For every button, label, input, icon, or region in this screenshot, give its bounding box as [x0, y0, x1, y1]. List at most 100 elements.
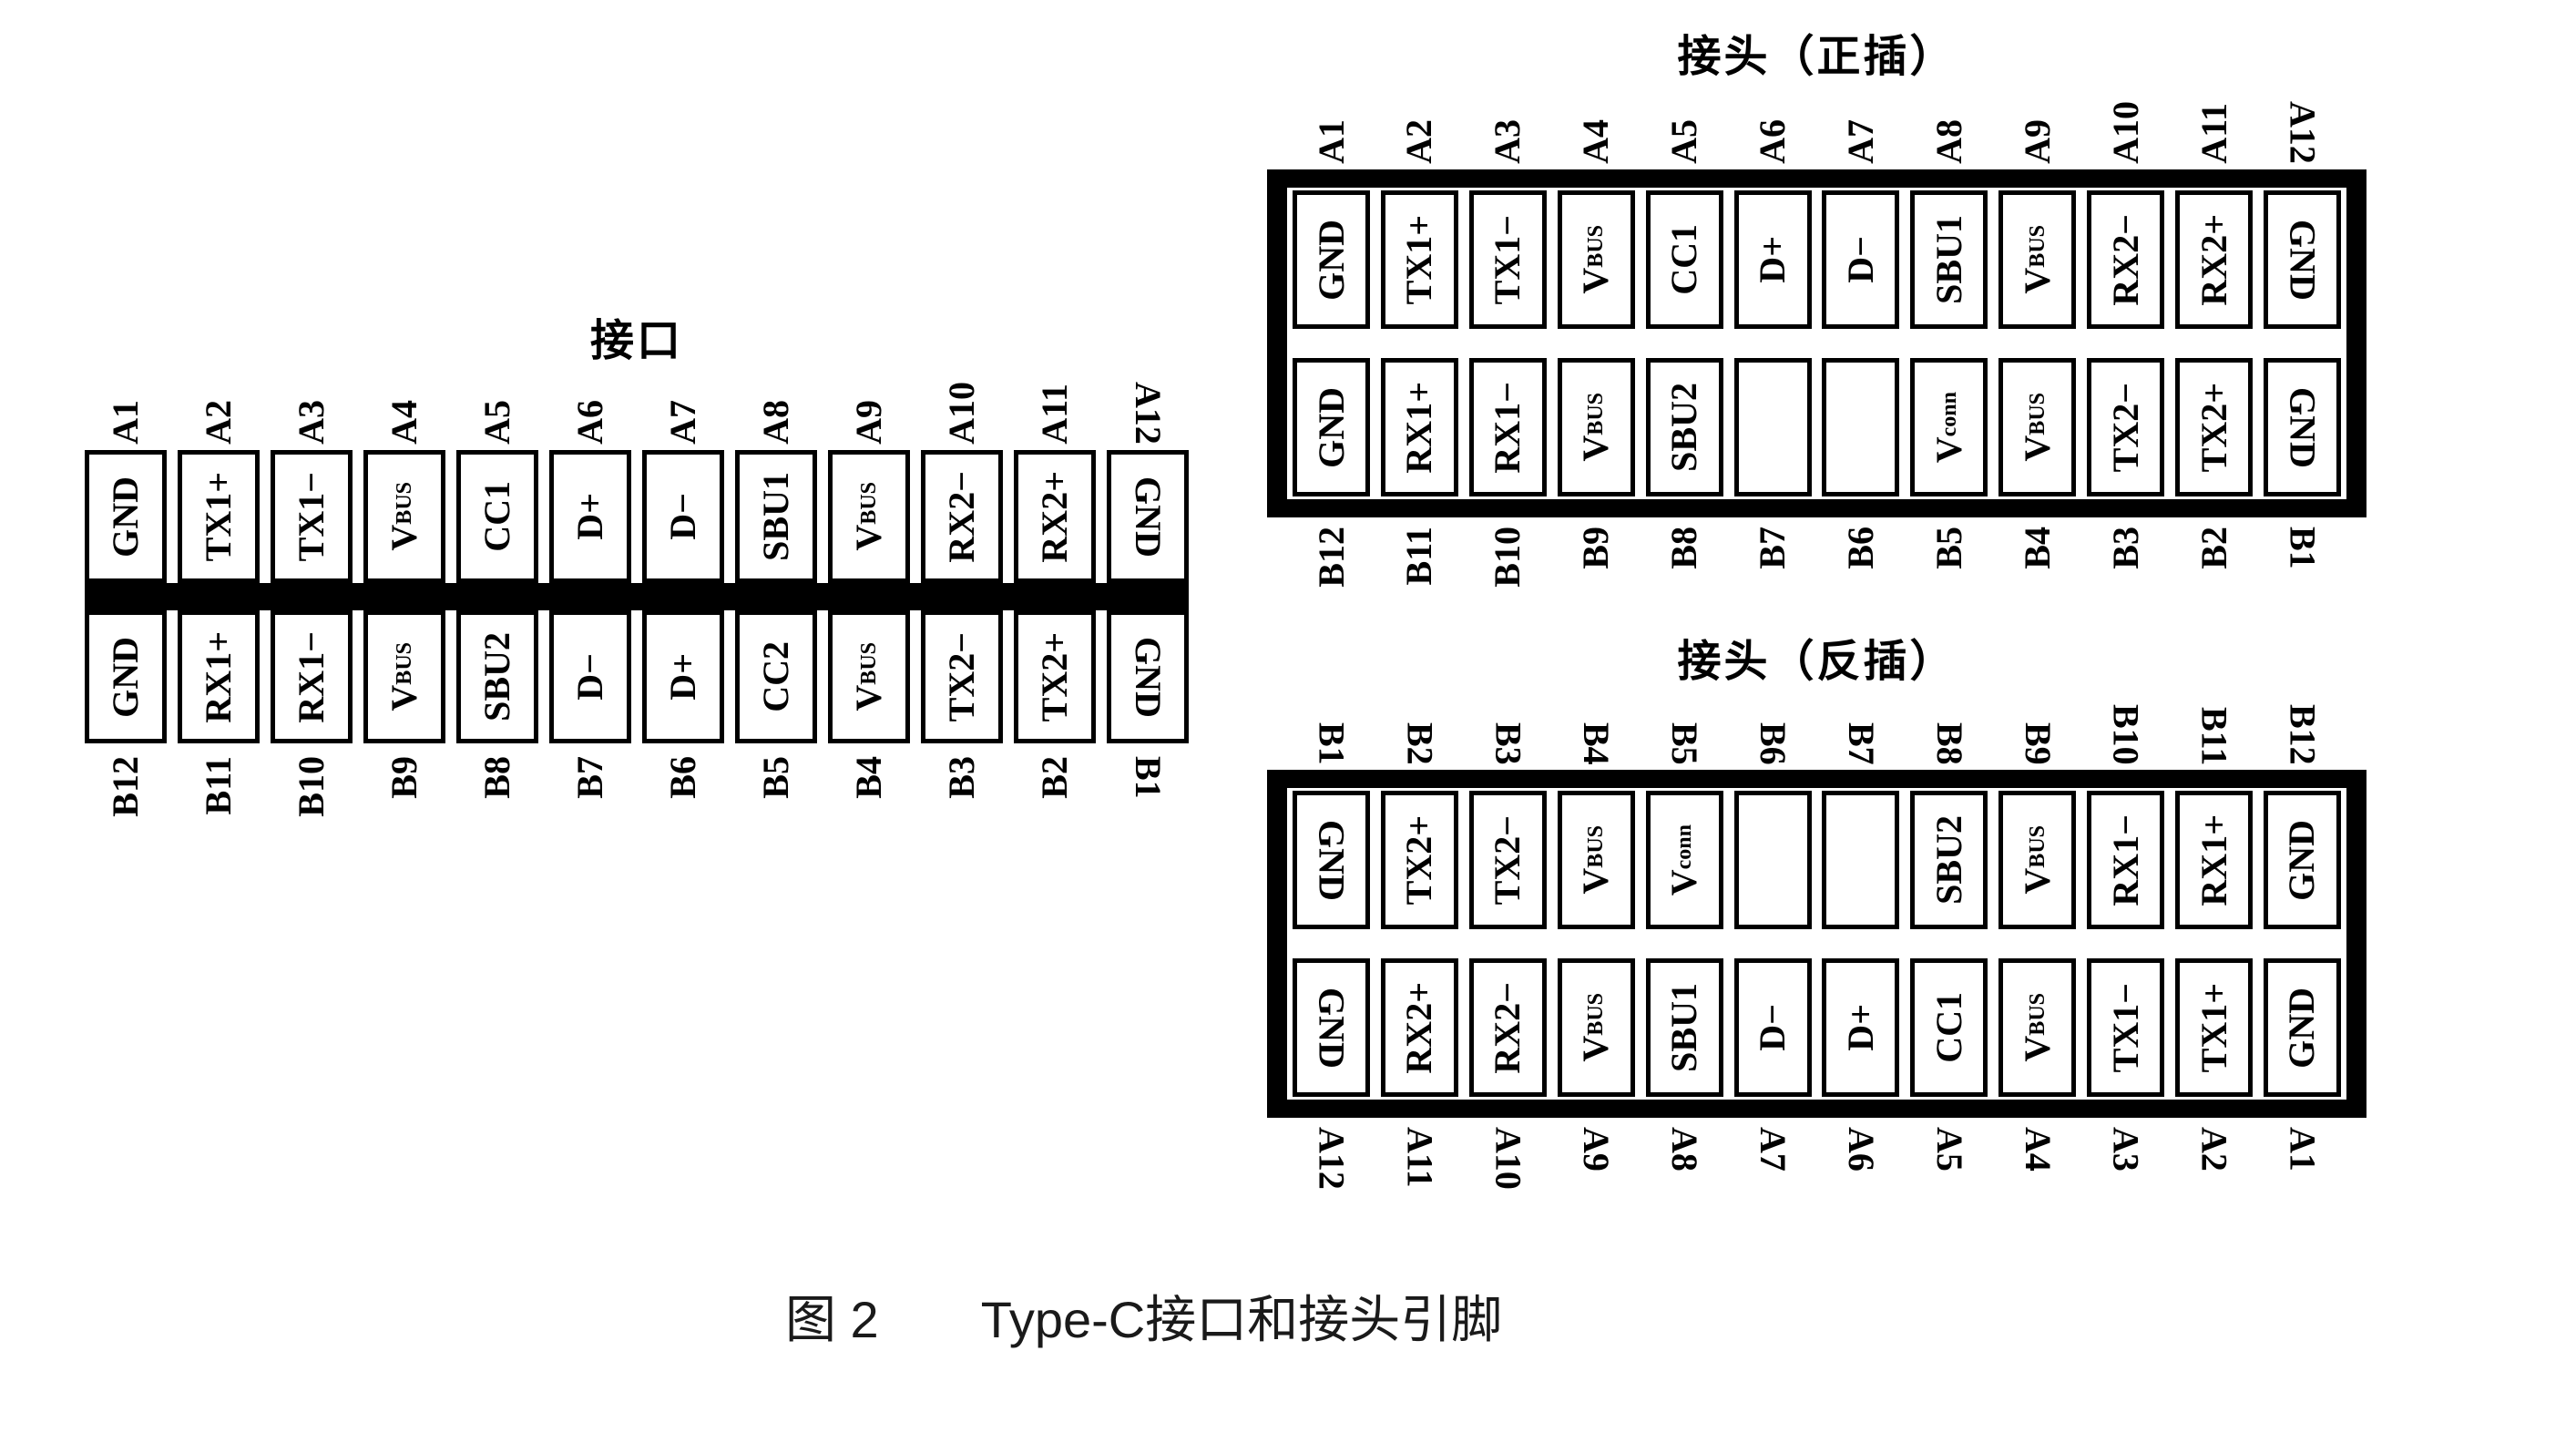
pin-label-slot: A5: [1910, 1127, 1988, 1172]
pin-name-main: V: [1575, 867, 1617, 895]
pin-label-slot: B12: [2264, 704, 2341, 765]
pin-label-slot: A7: [1734, 1127, 1812, 1172]
pin-label: B6: [1753, 722, 1794, 765]
pin-label-slot: B4: [1558, 722, 1635, 765]
pin-label: B11: [198, 756, 239, 815]
pin-label: B12: [105, 756, 146, 817]
pin-cell: D−: [1822, 190, 1900, 329]
pin-cell: VBUS: [1998, 791, 2077, 929]
pin-name: GND: [2281, 987, 2323, 1069]
pin-label-slot: B8: [456, 756, 538, 799]
pin-cell: Vconn: [1645, 791, 1723, 929]
pin-label-slot: A12: [2264, 101, 2341, 164]
separator-bar: [85, 583, 1189, 610]
pin-cell: GND: [1107, 450, 1189, 583]
pin-name: TX1+: [2193, 982, 2234, 1073]
pin-label-slot: A12: [1293, 1127, 1370, 1190]
pin-name: VBUS: [1575, 993, 1616, 1062]
pin-cell: RX2−: [2087, 190, 2165, 329]
pin-label: B2: [1399, 722, 1441, 765]
pin-name-sub: BUS: [2025, 825, 2050, 868]
pin-label: A2: [2193, 1127, 2235, 1172]
pin-cell: RX2+: [1380, 958, 1458, 1097]
pin-label: A2: [198, 400, 239, 445]
pin-cell: CC1: [1910, 958, 1988, 1097]
pin-name-main: V: [383, 524, 424, 551]
pin-label-slot: A12: [1107, 382, 1189, 445]
pin-cell: GND: [85, 610, 167, 743]
pin-cell: SBU1: [735, 450, 817, 583]
pin-name-main: V: [1663, 869, 1705, 896]
pin-cell: RX2+: [2175, 190, 2254, 329]
pin-name: GND: [1128, 636, 1169, 718]
pin-label: A10: [1487, 1127, 1529, 1190]
pin-name: GND: [2282, 386, 2324, 468]
pin-cell: D+: [642, 610, 724, 743]
row-gap: [1287, 329, 2346, 358]
pin-label-slot: B12: [85, 756, 167, 817]
figure-title: Type-C接口和接头引脚: [980, 1291, 1503, 1348]
pin-cell: SBU2: [456, 610, 538, 743]
pin-cell: VBUS: [363, 610, 445, 743]
pin-label: B11: [2193, 706, 2235, 765]
pin-name: SBU2: [476, 632, 517, 722]
pin-cell: GND: [2263, 358, 2341, 496]
pin-cell: RX1−: [271, 610, 353, 743]
pin-label: B8: [476, 756, 517, 799]
pin-cell: TX1+: [178, 450, 260, 583]
pin-name-sub: BUS: [393, 482, 416, 525]
pin-cell: RX2−: [921, 450, 1003, 583]
pin-name: D−: [662, 493, 703, 540]
pin-name: CC1: [476, 481, 517, 552]
pin-label: A3: [291, 400, 332, 445]
pin-label: A4: [2017, 1127, 2059, 1172]
empty-pin-cell: [1822, 791, 1900, 929]
pin-name: VBUS: [1575, 825, 1617, 895]
pin-name: D−: [569, 653, 610, 701]
pin-name: GND: [105, 636, 146, 718]
pin-name-sub: BUS: [393, 642, 416, 685]
pin-name: TX2+: [1398, 814, 1440, 906]
pin-label-slot: A9: [1558, 1127, 1635, 1172]
pin-label-slot: A9: [828, 400, 910, 445]
pin-label-slot: A10: [921, 382, 1003, 445]
pin-label: B1: [1128, 756, 1169, 799]
empty-pin-cell: [1822, 358, 1900, 496]
pin-label-slot: A7: [642, 400, 724, 445]
pin-cell: TX1+: [1380, 190, 1458, 329]
pin-cell: CC1: [1645, 190, 1723, 329]
pin-cell: TX2−: [921, 610, 1003, 743]
pin-cell: SBU1: [1645, 958, 1723, 1097]
pin-label: B5: [755, 756, 796, 799]
pin-cell: RX2−: [1468, 958, 1547, 1097]
pin-cell: D+: [549, 450, 631, 583]
pin-cell: GND: [2263, 190, 2341, 329]
receptacle-table-title: 接口: [589, 317, 683, 365]
pin-label-slot: B5: [735, 756, 817, 799]
pin-cell: SBU2: [1910, 791, 1988, 929]
pin-label-slot: A4: [1998, 1127, 2076, 1172]
pin-label-slot: B8: [1910, 722, 1988, 765]
pin-label: A7: [1753, 1127, 1794, 1172]
pin-label: A6: [569, 400, 610, 445]
pin-label: B4: [1576, 722, 1618, 765]
pin-label-slot: B3: [1469, 722, 1547, 765]
pin-name: TX1−: [291, 471, 332, 562]
pin-label-slot: A5: [456, 400, 538, 445]
pin-label: B6: [662, 756, 703, 799]
pin-label-slot: B10: [2087, 704, 2164, 765]
pin-name: CC1: [1927, 992, 1969, 1063]
pin-label-slot: B1: [2264, 527, 2341, 569]
pin-label-slot: A8: [1646, 1127, 1723, 1172]
pin-label: B8: [1928, 722, 1970, 765]
pin-label: A3: [2105, 1127, 2147, 1172]
pin-name-sub: BUS: [857, 482, 881, 525]
